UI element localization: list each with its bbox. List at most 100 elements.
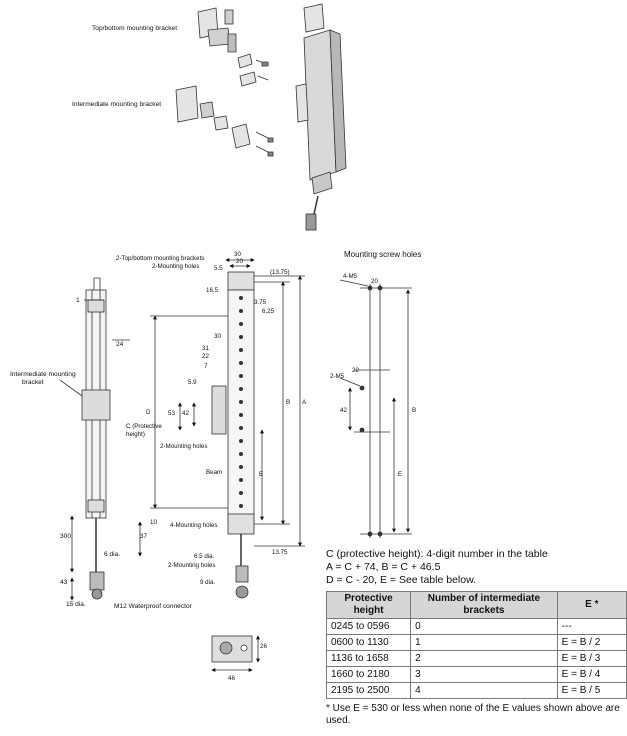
front-dim-3-75: 3.75 bbox=[254, 299, 267, 306]
front-mounting-holes-4: 4-Mounting holes bbox=[170, 522, 217, 529]
screw-holes-title: Mounting screw holes bbox=[344, 250, 421, 259]
front-mounting-holes-top: 2-Mounting holes bbox=[152, 263, 199, 270]
front-dim-13-75-top: (13.75) bbox=[270, 269, 290, 276]
beam-markers bbox=[239, 296, 243, 508]
side-dim-15dia: 15 dia. bbox=[66, 601, 86, 608]
header-intermediate-brackets: Number of intermediate brackets bbox=[410, 591, 558, 619]
beam-dot bbox=[239, 439, 243, 443]
front-c-label-2: height) bbox=[126, 431, 145, 438]
front-mounting-holes-bottom: 2-Mounting holes bbox=[168, 562, 215, 569]
table-cell: E = B / 3 bbox=[556, 650, 627, 667]
beam-dot bbox=[239, 361, 243, 365]
beam-dot bbox=[239, 387, 243, 391]
table-cell: 0 bbox=[410, 618, 558, 635]
front-dim-42: 42 bbox=[182, 410, 189, 417]
front-dim-30-mid: 30 bbox=[214, 333, 221, 340]
screw-m5-mid: 2-M5 bbox=[330, 373, 345, 380]
side-view bbox=[59, 277, 130, 601]
table-header-row: Protective height Number of intermediate… bbox=[325, 591, 627, 619]
screw-holes-view bbox=[339, 279, 412, 538]
front-dim-E: E bbox=[259, 471, 263, 478]
intermediate-bracket-shape bbox=[175, 85, 199, 123]
table-row: 0600 to 1130 1 E = B / 2 bbox=[325, 634, 627, 651]
table-cell: 2 bbox=[410, 650, 558, 667]
intermediate-bracket-label: Intermediate mounting bracket bbox=[72, 101, 161, 108]
beam-dot bbox=[239, 426, 243, 430]
spec-table: Protective height Number of intermediate… bbox=[325, 591, 627, 699]
table-cell: 4 bbox=[410, 682, 558, 699]
beam-dot bbox=[239, 504, 243, 508]
beam-dot bbox=[239, 348, 243, 352]
screw-dim-42: 42 bbox=[340, 407, 347, 414]
side-intermediate-label-1: Intermediate mounting bbox=[10, 371, 76, 378]
front-dim-B: B bbox=[286, 399, 290, 406]
table-cell: 1660 to 2180 bbox=[325, 666, 412, 683]
beam-dot bbox=[239, 322, 243, 326]
front-dim-30-top: 30 bbox=[234, 251, 241, 258]
table-row: 1660 to 2180 3 E = B / 4 bbox=[325, 666, 627, 683]
top-bracket-label: Top/bottom mounting bracket bbox=[92, 25, 177, 32]
side-dim-43: 43 bbox=[60, 579, 68, 586]
bottom-view bbox=[211, 635, 260, 672]
bottom-dim-46: 46 bbox=[228, 675, 235, 682]
header-e: E * bbox=[556, 591, 627, 619]
side-intermediate-label-2: bracket bbox=[22, 379, 44, 386]
front-dim-13-75-bottom: 13.75 bbox=[272, 549, 288, 556]
table-cell: 1136 to 1658 bbox=[325, 650, 412, 667]
parts-exploded-view bbox=[175, 3, 347, 231]
front-dim-10: 10 bbox=[150, 519, 157, 526]
front-dim-53: 53 bbox=[168, 410, 175, 417]
front-dim-6-25: 6.25 bbox=[262, 308, 275, 315]
front-mounting-holes-mid: 2-Mounting holes bbox=[160, 443, 207, 450]
beam-dot bbox=[239, 452, 243, 456]
side-connector-label: M12 Waterproof connector bbox=[114, 603, 193, 610]
table-cell: 0600 to 1130 bbox=[325, 634, 412, 651]
front-dim-37: 37 bbox=[140, 533, 147, 540]
beam-dot bbox=[239, 413, 243, 417]
front-dim-22: 22 bbox=[202, 353, 209, 360]
front-dim-31: 31 bbox=[202, 345, 209, 352]
beam-dot bbox=[239, 400, 243, 404]
beam-dot bbox=[239, 309, 243, 313]
front-dim-16-5: 16.5 bbox=[206, 287, 219, 294]
header-protective-height: Protective height bbox=[325, 591, 412, 619]
beam-dot bbox=[239, 465, 243, 469]
screw-dim-22: 22 bbox=[352, 367, 359, 374]
screw-m5-top: 4-M5 bbox=[343, 273, 358, 280]
front-view bbox=[138, 258, 305, 599]
side-dim-6dia: 6 dia. bbox=[104, 551, 120, 558]
front-dim-A: A bbox=[302, 399, 307, 406]
front-dim-7: 7 bbox=[204, 363, 208, 370]
front-dim-20-top: 20 bbox=[236, 258, 243, 265]
table-row: 2195 to 2500 4 E = B / 5 bbox=[325, 682, 627, 699]
table-cell: 3 bbox=[410, 666, 558, 683]
front-dim-9dia: 9 dia. bbox=[200, 579, 215, 586]
front-dim-5-5: 5.5 bbox=[214, 265, 223, 272]
beam-dot bbox=[239, 478, 243, 482]
formula-line-1: C (protective height): 4-digit number in… bbox=[326, 548, 548, 560]
screw-dim-B: B bbox=[412, 407, 416, 414]
formula-line-3: D = C - 20, E = See table below. bbox=[326, 574, 477, 586]
bottom-dim-26: 26 bbox=[260, 643, 267, 650]
screw-dim-E: E bbox=[398, 471, 402, 478]
beam-dot bbox=[239, 374, 243, 378]
side-dim-1: 1 bbox=[76, 297, 80, 304]
front-dim-6-5dia: 6.5 dia. bbox=[194, 553, 215, 560]
table-row: 1136 to 1658 2 E = B / 3 bbox=[325, 650, 627, 667]
table-cell: --- bbox=[556, 618, 627, 635]
table-cell: 2195 to 2500 bbox=[325, 682, 412, 699]
beam-dot bbox=[239, 296, 243, 300]
table-row: 0245 to 0596 0 --- bbox=[325, 618, 627, 635]
front-dim-D: D bbox=[146, 409, 151, 416]
table-cell: 0245 to 0596 bbox=[325, 618, 412, 635]
beam-dot bbox=[239, 335, 243, 339]
table-cell: E = B / 2 bbox=[556, 634, 627, 651]
front-top-bracket-callout: 2-Top/bottom mounting brackets bbox=[116, 255, 204, 262]
side-dim-300: 300 bbox=[60, 533, 71, 540]
front-dim-5-9: 5.9 bbox=[188, 379, 197, 386]
formula-line-2: A = C + 74, B = C + 46.5 bbox=[326, 561, 441, 573]
front-c-label-1: C (Protective bbox=[126, 423, 162, 430]
front-beam-label: Beam bbox=[206, 469, 222, 476]
table-cell: E = B / 5 bbox=[556, 682, 627, 699]
